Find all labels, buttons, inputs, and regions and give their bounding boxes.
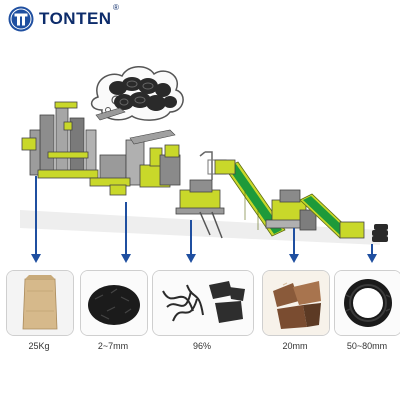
product-card-chips	[262, 270, 330, 336]
product-card-tire	[334, 270, 400, 336]
tire-pile-cloud-icon	[90, 66, 184, 121]
brand-logo: TONTEN	[8, 6, 112, 32]
registered-mark: ®	[113, 3, 119, 12]
tonten-logo-mark-icon	[8, 6, 34, 32]
product-label-tire: 50~80mm	[346, 341, 388, 351]
rubber-granules-icon	[81, 271, 147, 335]
shredding-line-icon	[20, 101, 388, 245]
brand-name: TONTEN	[39, 9, 112, 28]
product-row: 25Kg 2~7mm	[0, 270, 400, 360]
plant-illustration	[20, 66, 388, 263]
product-card-steel	[152, 270, 254, 336]
product-label-granules: 2~7mm	[97, 341, 129, 351]
product-label-chips: 20mm	[282, 341, 308, 351]
rubber-chips-icon	[263, 271, 329, 335]
rubber-powder-bag-icon	[7, 271, 73, 335]
product-label-powder: 25Kg	[28, 341, 50, 351]
whole-tire-icon	[335, 271, 400, 335]
process-arrows	[31, 176, 377, 263]
product-card-granules	[80, 270, 148, 336]
steel-wire-icon	[153, 271, 253, 335]
product-card-powder	[6, 270, 74, 336]
product-label-steel: 96%	[192, 341, 211, 351]
